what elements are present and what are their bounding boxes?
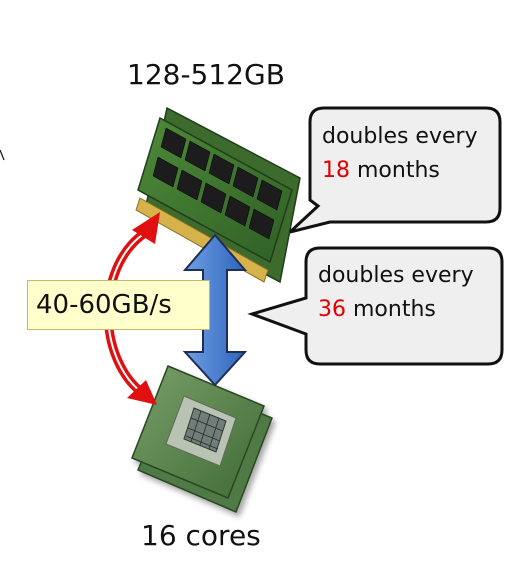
bandwidth-growth-number: 36 [318,297,346,322]
bandwidth-callout-bubble [247,246,504,366]
memory-growth-unit: months [357,158,440,183]
bandwidth-growth-unit: months [353,297,436,322]
edge-tick [0,149,5,161]
bandwidth-growth-line1: doubles every [318,263,474,288]
memory-module-image [135,106,301,284]
cpu-chip-image [131,365,273,513]
blue-double-arrow [182,233,248,387]
memory-growth-line2: 18 months [322,154,478,188]
memory-callout-bubble [288,106,502,234]
memory-growth-text: doubles every 18 months [322,120,478,188]
memory-capacity-label: 128-512GB [127,58,285,91]
memory-growth-number: 18 [322,158,350,183]
memory-growth-line1: doubles every [322,124,478,149]
cpu-cores-label: 16 cores [141,519,261,552]
bandwidth-label: 40-60GB/s [27,280,210,330]
bandwidth-growth-line2: 36 months [318,293,474,327]
bandwidth-growth-text: doubles every 36 months [318,259,474,327]
